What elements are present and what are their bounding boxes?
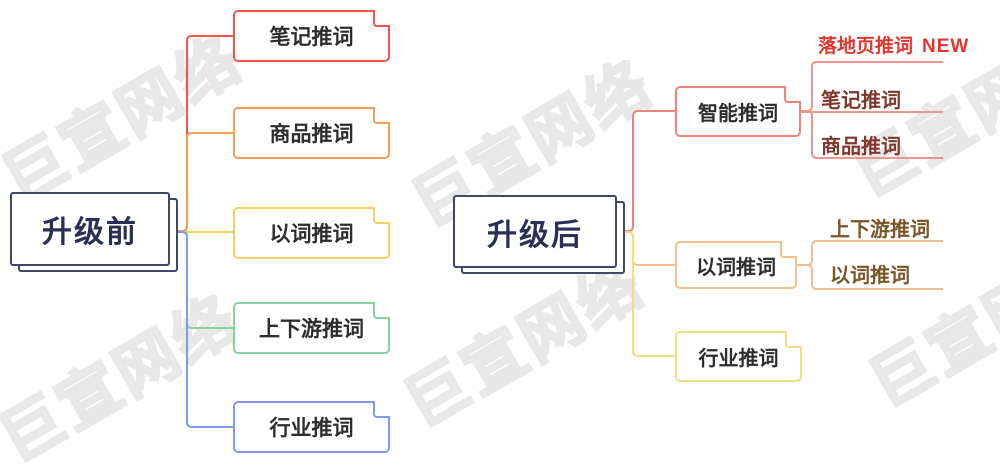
dogear-icon — [373, 107, 390, 124]
leaf-byword[interactable]: 以词推词 — [830, 259, 910, 288]
leaf-label: 上下游推词 — [830, 219, 930, 241]
leaf-updown[interactable]: 上下游推词 — [830, 213, 930, 242]
node-right-smart[interactable]: 智能推词 — [675, 86, 801, 137]
leaf-label: 笔记推词 — [821, 90, 901, 112]
connector-leaf-product — [801, 110, 943, 159]
leaf-label: 落地页推词 — [818, 36, 914, 57]
connector-right-industry — [617, 231, 675, 357]
dogear-icon — [373, 207, 390, 224]
node-left-byword[interactable]: 以词推词 — [233, 207, 390, 259]
node-root-after[interactable]: 升级后 — [453, 195, 617, 268]
dogear-icon — [373, 10, 390, 27]
leaf-note[interactable]: 笔记推词 — [821, 84, 901, 113]
dogear-icon — [373, 302, 390, 319]
dogear-icon — [784, 86, 801, 103]
connector-left-industry — [170, 231, 233, 428]
connector-left-product — [170, 132, 233, 232]
node-right-byword[interactable]: 以词推词 — [675, 241, 797, 289]
node-label: 以词推词 — [696, 256, 776, 279]
dogear-icon — [373, 401, 390, 418]
dogear-icon — [780, 241, 797, 258]
connector-right-smart — [617, 110, 675, 232]
node-label: 商品推词 — [269, 123, 354, 146]
node-left-note[interactable]: 笔记推词 — [233, 10, 390, 62]
node-label: 上下游推词 — [259, 318, 364, 341]
leaf-label: 以词推词 — [830, 265, 910, 287]
leaf-label: 商品推词 — [821, 136, 901, 158]
node-label: 行业推词 — [698, 348, 779, 370]
root-before-label: 升级前 — [42, 216, 138, 249]
node-left-updown[interactable]: 上下游推词 — [233, 302, 390, 354]
node-label: 以词推词 — [269, 223, 354, 246]
leaf-landing-page[interactable]: 落地页推词 NEW — [818, 31, 969, 58]
node-root-before[interactable]: 升级前 — [10, 192, 170, 266]
node-label: 智能推词 — [698, 103, 778, 125]
root-after-label: 升级后 — [487, 218, 583, 252]
leaf-product[interactable]: 商品推词 — [821, 130, 901, 159]
connector-leaf-byword — [797, 264, 943, 290]
connector-right-byword — [617, 231, 675, 266]
node-label: 行业推词 — [269, 417, 354, 440]
node-label: 笔记推词 — [269, 26, 354, 49]
node-left-product[interactable]: 商品推词 — [233, 107, 390, 159]
node-right-industry[interactable]: 行业推词 — [675, 331, 802, 382]
node-left-industry[interactable]: 行业推词 — [233, 401, 390, 453]
connector-left-updown — [170, 231, 233, 329]
new-badge: NEW — [922, 36, 970, 57]
dogear-icon — [785, 331, 802, 348]
